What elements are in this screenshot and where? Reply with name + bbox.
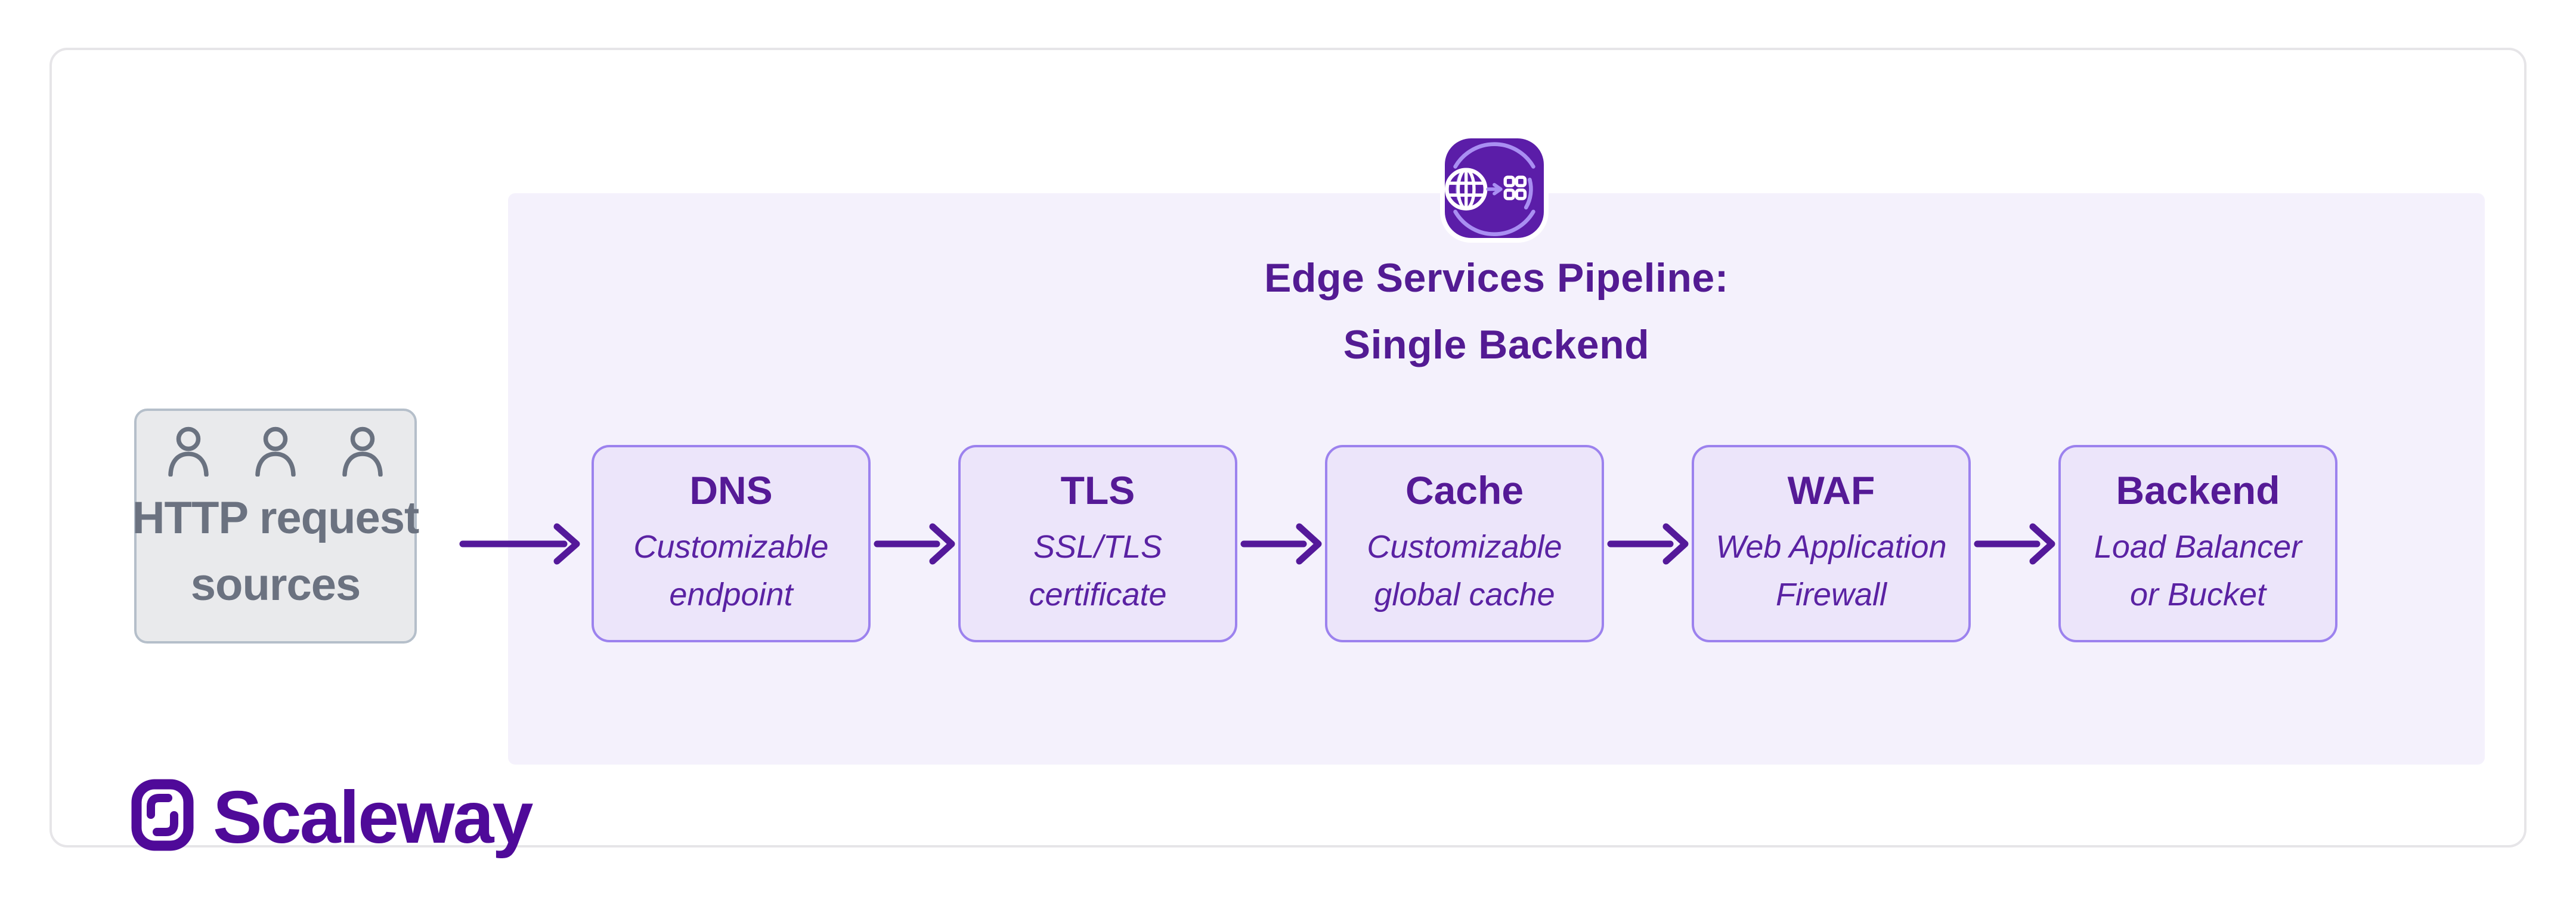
flow-arrow-waf-to-backend bbox=[1974, 521, 2057, 567]
node-subtitle: Web Application Firewall bbox=[1716, 528, 1947, 613]
node-backend: Backend Load Balancer or Bucket bbox=[2058, 445, 2337, 642]
node-subtitle: Load Balancer or Bucket bbox=[2094, 528, 2302, 613]
http-request-sources-box: HTTP request sources bbox=[132, 409, 420, 644]
source-box-label: HTTP request sources bbox=[132, 485, 420, 618]
node-dns: DNS Customizable endpoint bbox=[592, 445, 871, 642]
node-cache: Cache Customizable global cache bbox=[1325, 445, 1604, 642]
node-title: TLS bbox=[1060, 468, 1135, 512]
globe-icon bbox=[1445, 168, 1488, 211]
scaleway-logo: Scaleway bbox=[131, 777, 533, 859]
page-title: Edge Services Pipeline: Single Backend bbox=[508, 245, 2485, 378]
node-subtitle: SSL/TLS certificate bbox=[1029, 528, 1167, 613]
page-title-line2: Single Backend bbox=[1343, 322, 1650, 367]
mini-arrow-icon bbox=[1486, 183, 1503, 196]
person-icons-row bbox=[166, 426, 385, 477]
person-icon bbox=[340, 426, 385, 477]
person-icon bbox=[166, 426, 211, 477]
node-title: WAF bbox=[1787, 468, 1875, 512]
page-title-line1: Edge Services Pipeline: bbox=[1264, 255, 1729, 301]
node-title: Backend bbox=[2116, 468, 2280, 512]
node-subtitle: Customizable endpoint bbox=[633, 528, 829, 613]
node-subtitle: Customizable global cache bbox=[1367, 528, 1562, 613]
scaleway-logo-mark bbox=[131, 779, 194, 851]
flow-arrow-dns-to-tls bbox=[874, 521, 957, 567]
source-label-line1: HTTP request bbox=[132, 493, 420, 543]
source-label-line2: sources bbox=[190, 559, 361, 610]
node-tls: TLS SSL/TLS certificate bbox=[958, 445, 1237, 642]
flow-arrow-sources-to-dns bbox=[459, 521, 586, 567]
scaleway-wordmark: Scaleway bbox=[213, 777, 533, 859]
node-waf: WAF Web Application Firewall bbox=[1692, 445, 1971, 642]
node-title: DNS bbox=[689, 468, 773, 512]
grid-icon bbox=[1503, 175, 1527, 200]
diagram-card: Edge Services Pipeline: Single Backend bbox=[49, 48, 2527, 855]
flow-arrow-cache-to-waf bbox=[1607, 521, 1690, 567]
node-title: Cache bbox=[1405, 468, 1524, 512]
globe-to-grid-pipeline-icon bbox=[1445, 138, 1544, 238]
flow-arrow-tls-to-cache bbox=[1240, 521, 1324, 567]
person-icon bbox=[253, 426, 298, 477]
